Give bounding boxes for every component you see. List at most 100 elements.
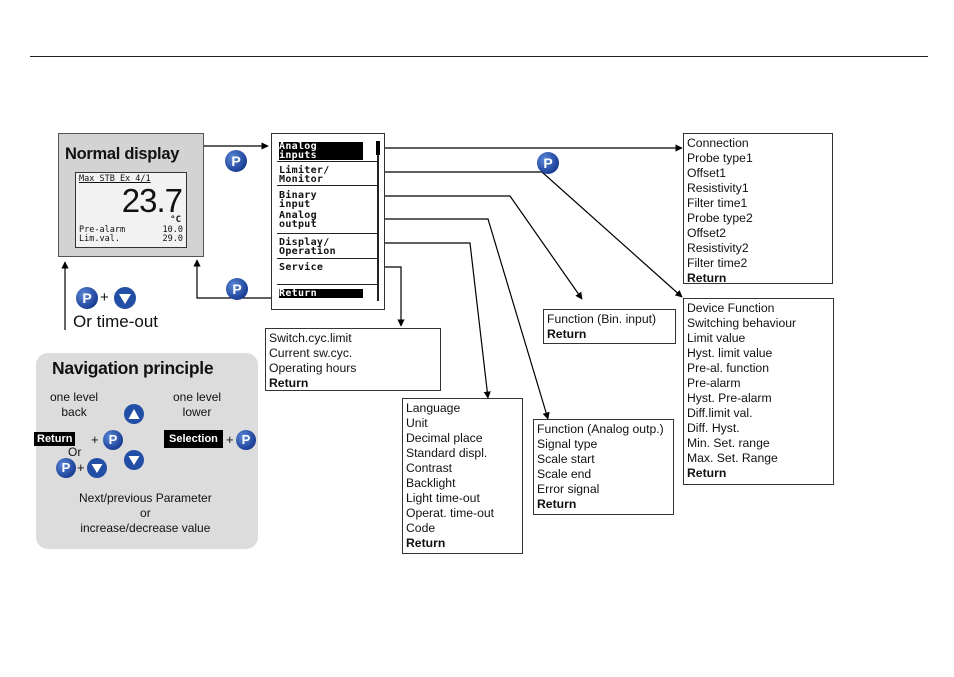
lcd-row-limval: Lim.val. 29.0 xyxy=(79,234,183,244)
lcd-row-prealarm: Pre-alarm 10.0 xyxy=(79,225,183,235)
menu-item-limiter[interactable]: Limiter/ Monitor xyxy=(279,165,330,185)
list-item[interactable]: Probe type1 xyxy=(687,151,753,165)
list-item[interactable]: Decimal place xyxy=(406,431,483,445)
list-item[interactable]: Switch.cyc.limit xyxy=(269,331,352,345)
list-item[interactable]: Backlight xyxy=(406,476,456,490)
menu-divider xyxy=(277,233,377,234)
list-item[interactable]: Operating hours xyxy=(269,361,357,375)
list-item[interactable]: Function (Bin. input) xyxy=(547,312,657,326)
list-item[interactable]: Filter time1 xyxy=(687,196,748,210)
menu-item-display[interactable]: Display/ Operation xyxy=(279,237,336,257)
main-menu: Analog inputs Limiter/ Monitor Binary in… xyxy=(271,133,385,310)
list-item[interactable]: Error signal xyxy=(537,482,600,496)
display-operation-box: Language Unit Decimal place Standard dis… xyxy=(402,398,523,554)
list-item[interactable]: Diff.limit val. xyxy=(687,406,753,420)
menu-item-analog-inputs[interactable]: Analog inputs xyxy=(279,142,363,161)
lcd-row-value: 10.0 xyxy=(162,225,183,235)
list-item[interactable]: Pre-alarm xyxy=(687,376,741,390)
plus-sign: + xyxy=(100,289,109,306)
up-button-icon[interactable] xyxy=(124,404,144,424)
return-item[interactable]: Return xyxy=(687,466,727,480)
binary-input-box: Function (Bin. input) Return xyxy=(543,309,676,344)
list-item[interactable]: Connection xyxy=(687,136,749,150)
analog-inputs-box: Connection Probe type1 Offset1 Resistivi… xyxy=(683,133,833,285)
list-item[interactable]: Scale end xyxy=(537,467,592,481)
one-level-back-label: one level back xyxy=(50,390,99,419)
scrollbar-track xyxy=(377,141,379,301)
or-label: Or xyxy=(68,445,82,459)
list-item[interactable]: Switching behaviour xyxy=(687,316,797,330)
p-button-icon[interactable]: P xyxy=(537,152,559,174)
menu-scrollbar[interactable] xyxy=(376,141,380,301)
list-item[interactable]: Min. Set. range xyxy=(687,436,770,450)
or-timeout-label: Or time-out xyxy=(73,312,159,331)
list-item[interactable]: Current sw.cyc. xyxy=(269,346,353,360)
lcd-value: 23.7 xyxy=(121,182,183,219)
return-item[interactable]: Return xyxy=(547,327,587,341)
list-item[interactable]: Contrast xyxy=(406,461,453,475)
list-item[interactable]: Signal type xyxy=(537,437,598,451)
return-item[interactable]: Return xyxy=(269,376,309,390)
list-item[interactable]: Resistivity1 xyxy=(687,181,749,195)
header-rule xyxy=(30,56,928,57)
plus-sign: + xyxy=(77,460,85,475)
menu-divider xyxy=(277,161,377,162)
down-button-icon[interactable] xyxy=(87,458,107,478)
lcd-row-label: Pre-alarm xyxy=(79,225,126,235)
analog-output-box: Function (Analog outp.) Signal type Scal… xyxy=(533,419,674,515)
p-button-icon[interactable]: P xyxy=(226,278,248,300)
list-item[interactable]: Offset2 xyxy=(687,226,727,240)
list-item[interactable]: Hyst. Pre-alarm xyxy=(687,391,772,405)
p-button-icon[interactable]: P xyxy=(225,150,247,172)
list-item[interactable]: Language xyxy=(406,401,461,415)
return-item[interactable]: Return xyxy=(687,271,727,285)
scrollbar-thumb[interactable] xyxy=(376,141,380,155)
lcd-row-value: 29.0 xyxy=(162,234,183,244)
list-item[interactable]: Offset1 xyxy=(687,166,727,180)
service-box: Switch.cyc.limit Current sw.cyc. Operati… xyxy=(265,328,441,391)
return-key[interactable]: Return xyxy=(34,432,76,446)
menu-divider xyxy=(277,284,377,285)
list-item[interactable]: Scale start xyxy=(537,452,595,466)
next-previous-label: Next/previous Parameter or increase/decr… xyxy=(79,491,212,535)
list-item[interactable]: Probe type2 xyxy=(687,211,753,225)
menu-item-service[interactable]: Service xyxy=(279,262,324,273)
limiter-box: Device Function Switching behaviour Limi… xyxy=(683,298,834,485)
selection-key[interactable]: Selection xyxy=(164,430,223,448)
arrow-analog-output xyxy=(385,218,550,420)
list-item[interactable]: Diff. Hyst. xyxy=(687,421,740,435)
lcd-status: Max STB Ex 4/1 xyxy=(79,174,151,184)
down-button-icon[interactable] xyxy=(114,287,136,309)
list-item[interactable]: Hyst. limit value xyxy=(687,346,773,360)
list-item[interactable]: Operat. time-out xyxy=(406,506,495,520)
menu-divider xyxy=(277,258,377,259)
menu-item-binary[interactable]: Binary input xyxy=(279,190,317,210)
return-item[interactable]: Return xyxy=(406,536,446,550)
list-item[interactable]: Code xyxy=(406,521,436,535)
list-item[interactable]: Max. Set. Range xyxy=(687,451,778,465)
down-button-icon[interactable] xyxy=(124,450,144,470)
list-item[interactable]: Function (Analog outp.) xyxy=(537,422,664,436)
arrow-binary xyxy=(385,195,583,300)
p-button-icon[interactable]: P xyxy=(76,287,98,309)
list-item[interactable]: Light time-out xyxy=(406,491,480,505)
list-item[interactable]: Pre-al. function xyxy=(687,361,769,375)
lcd-screen: Max STB Ex 4/1 23.7 °C Pre-alarm 10.0 Li… xyxy=(75,172,187,248)
p-button-icon[interactable]: P xyxy=(236,430,256,450)
list-item[interactable]: Limit value xyxy=(687,331,746,345)
list-item[interactable]: Filter time2 xyxy=(687,256,748,270)
p-button-icon[interactable]: P xyxy=(103,430,123,450)
menu-item-return[interactable]: Return xyxy=(279,289,363,299)
list-item[interactable]: Unit xyxy=(406,416,428,430)
menu-item-analog-output[interactable]: Analog output xyxy=(279,210,317,230)
normal-display-panel: Normal display Max STB Ex 4/1 23.7 °C Pr… xyxy=(58,133,204,257)
arrow-service xyxy=(385,266,405,327)
arrow-limiter xyxy=(385,171,683,298)
list-item[interactable]: Standard displ. xyxy=(406,446,488,460)
return-item[interactable]: Return xyxy=(537,497,577,511)
lcd-unit: °C xyxy=(170,215,181,225)
p-button-icon[interactable]: P xyxy=(56,458,76,478)
navigation-principle-panel: Navigation principle one level back one … xyxy=(34,353,258,549)
list-item[interactable]: Resistivity2 xyxy=(687,241,749,255)
list-item[interactable]: Device Function xyxy=(687,301,775,315)
